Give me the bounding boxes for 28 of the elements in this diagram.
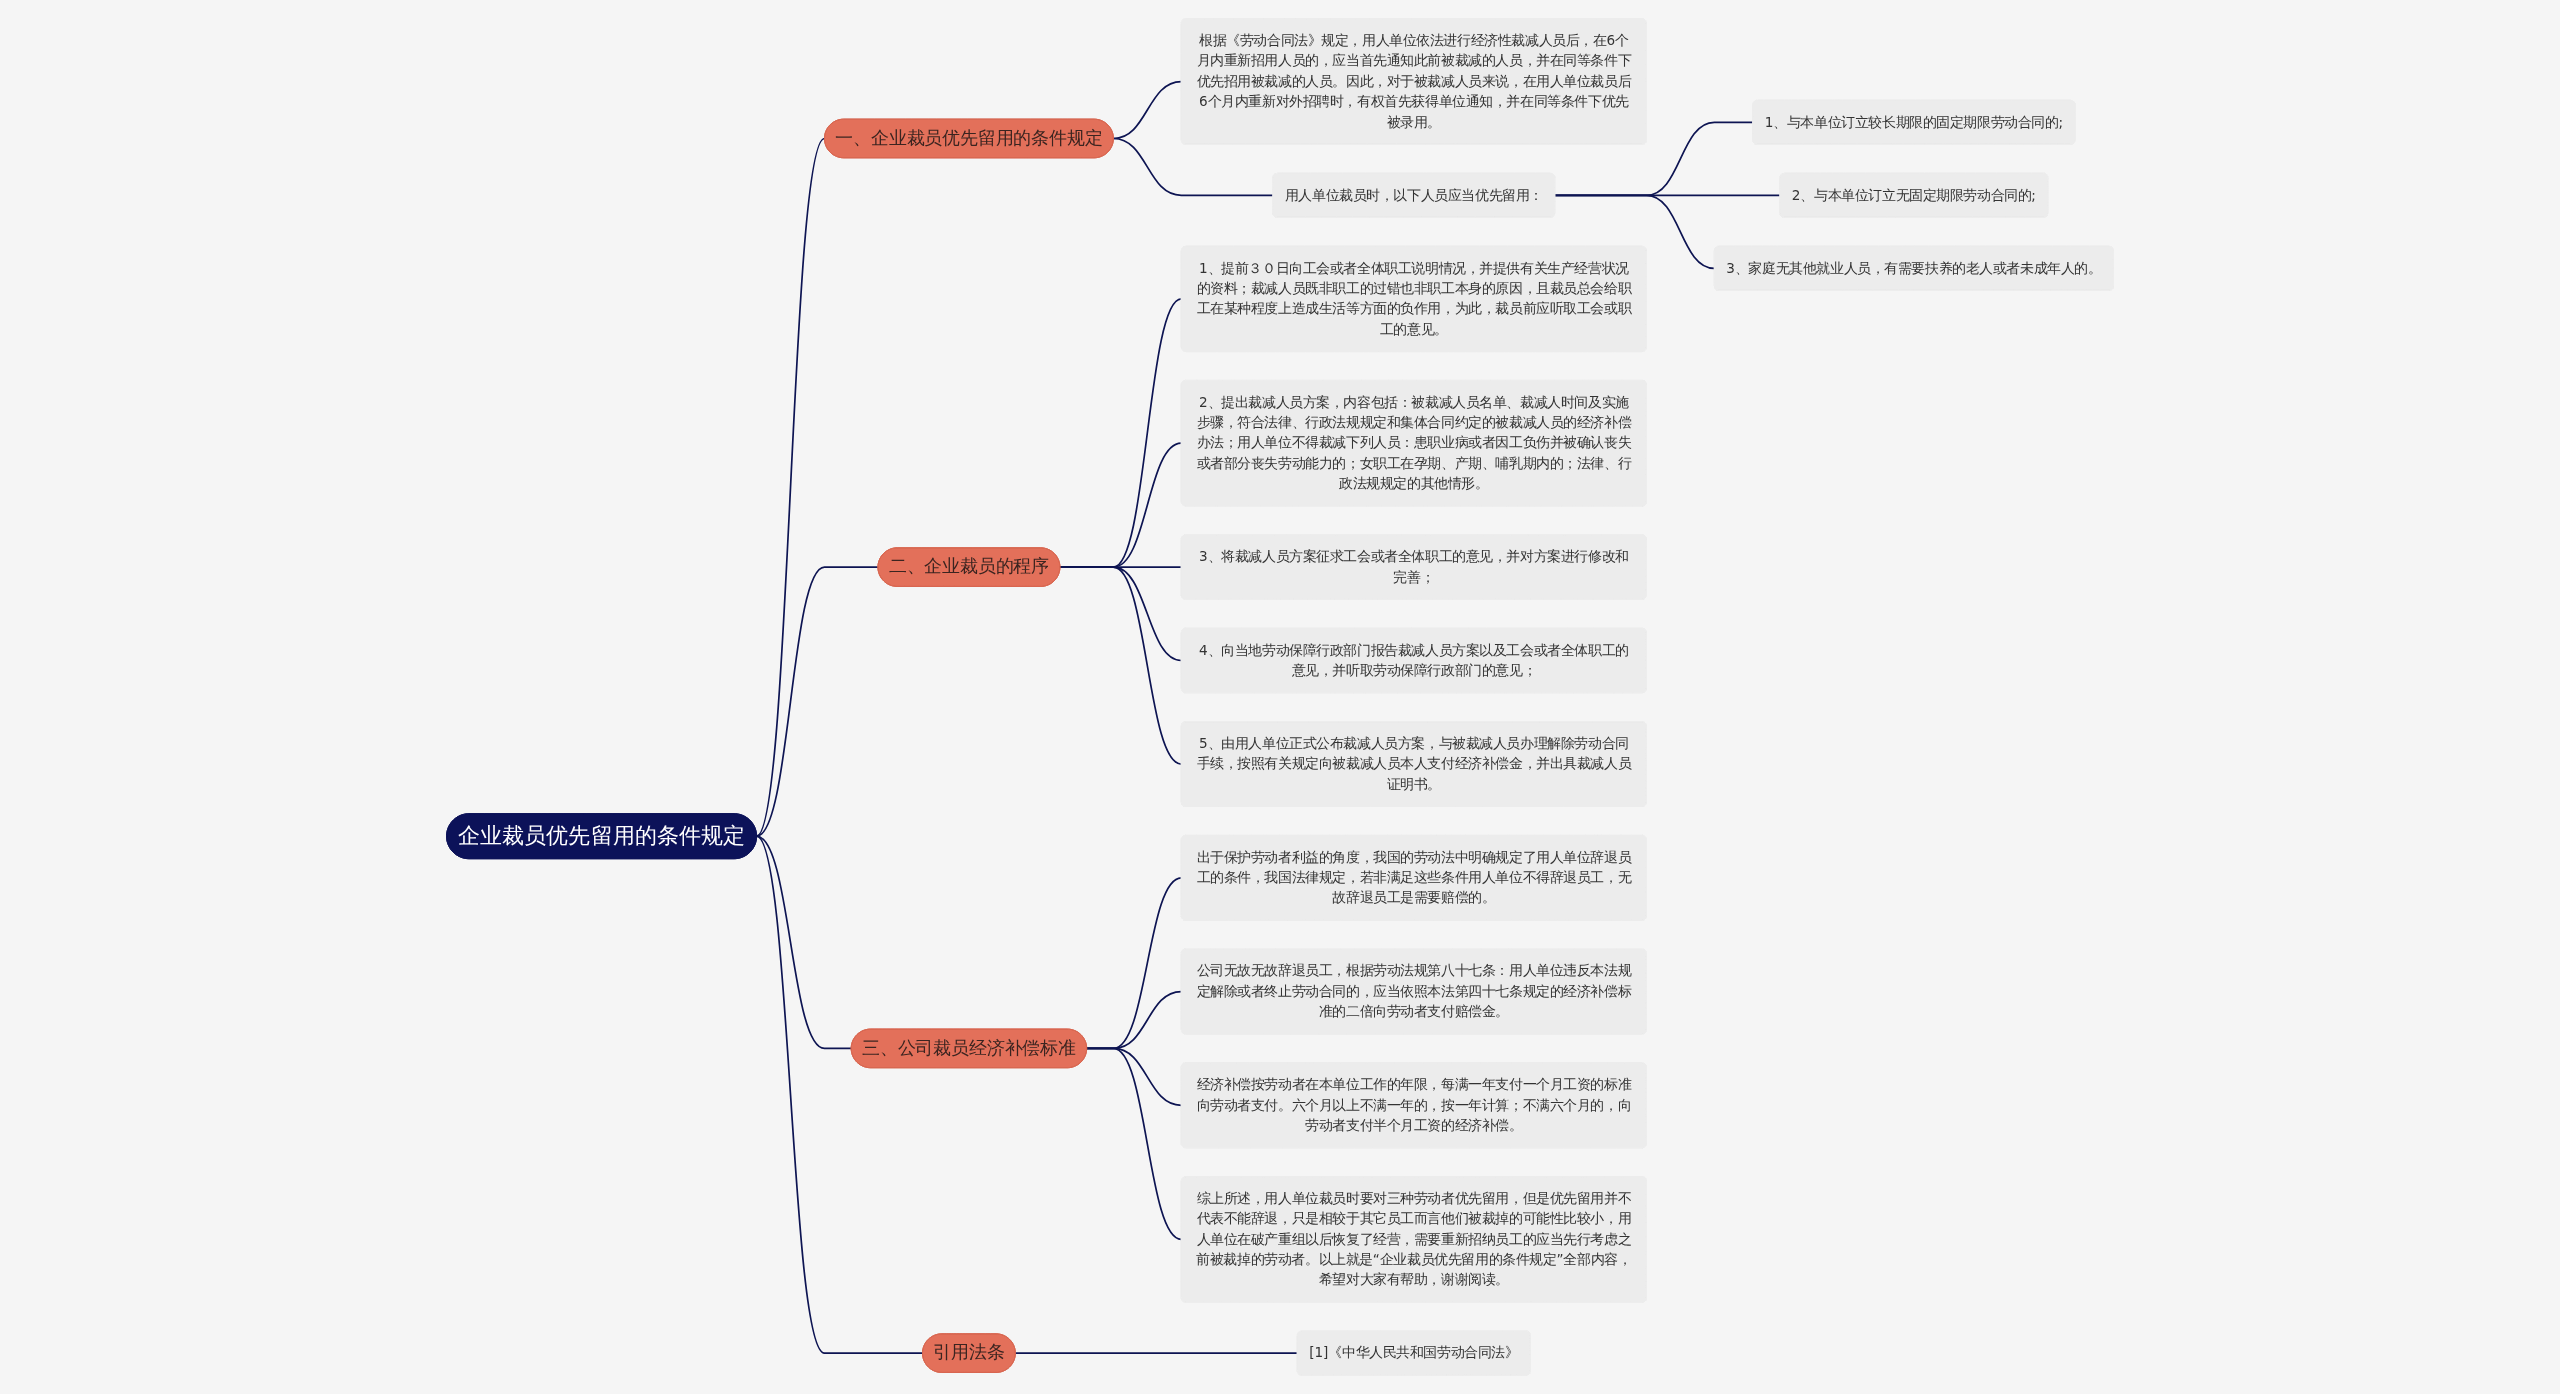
connector-line bbox=[1112, 80, 1183, 140]
text-node: 4、向当地劳动保障行政部门报告裁减人员方案以及工会或者全体职工的意见，并听取劳动保障行政部门的意见； bbox=[1180, 627, 1647, 694]
text-node: 1、与本单位订立较长期限的固定期限劳动合同的; bbox=[1752, 99, 2076, 145]
topic-node: 一、企业裁员优先留用的条件规定 bbox=[824, 118, 1114, 159]
text-node: 1、提前３０日向工会或者全体职工说明情况，并提供有关生产经营状况的资料；裁减人员既非职工的过错也非职工本身的原因，且裁员总会给职工在某种程度上造成生活等方面的负作用，为此，裁员前应听取工会或职工的意见。 bbox=[1180, 245, 1647, 352]
topic-node: 三、公司裁员经济补偿标准 bbox=[850, 1028, 1088, 1069]
text-node: 综上所述，用人单位裁员时要对三种劳动者优先留用，但是优先留用并不代表不能辞退，只是相较于其它员工而言他们被裁掉的可能性比较小，用人单位在破产重组以后恢复了经营，需要重新招纳员工的应当先行考虑之前被裁掉的劳动者。以上就是“企业裁员优先留用的条件规定”全部内容，希望对大家有帮助，谢谢阅读。 bbox=[1180, 1176, 1647, 1303]
text-node: 2、与本单位订立无固定期限劳动合同的; bbox=[1779, 172, 2049, 218]
text-node: 2、提出裁减人员方案，内容包括：被裁减人员名单、裁减人时间及实施步骤，符合法律、行政法规规定和集体合同约定的被裁减人员的经济补偿办法；用人单位不得裁减下列人员：患职业病或者因工负伤并被确认丧失或者部分丧失劳动能力的；女职工在孕期、产期、哺乳期内的；法律、行政法规规定的其他情形。 bbox=[1180, 379, 1647, 507]
text-node: 经济补偿按劳动者在本单位工作的年限，每满一年支付一个月工资的标准向劳动者支付。六个月以上不满一年的，按一年计算；不满六个月的，向劳动者支付半个月工资的经济补偿。 bbox=[1180, 1062, 1647, 1149]
topic-node: 二、企业裁员的程序 bbox=[877, 547, 1061, 587]
text-node: 3、家庭无其他就业人员，有需要扶养的老人或者未成年人的。 bbox=[1713, 245, 2114, 291]
central-topic-node: 企业裁员优先留用的条件规定 bbox=[446, 813, 757, 860]
connector-line bbox=[1085, 1047, 1183, 1241]
connector-line bbox=[1014, 1352, 1299, 1354]
text-node: 5、由用人单位正式公布裁减人员方案，与被裁减人员办理解除劳动合同手续，按照有关规定向被裁减人员本人支付经济补偿金，并出具裁减人员证明书。 bbox=[1180, 721, 1647, 807]
text-node: 根据《劳动合同法》规定，用人单位依法进行经济性裁减人员后，在6个月内重新招用人员的，应当首先通知此前被裁减的人员，并在同等条件下优先招用被裁减的人员。因此，对于被裁减人员来说，在用人单位裁员后6个月内重新对外招聘时，有权首先获得单位通知，并在同等条件下优先被录用。 bbox=[1180, 18, 1647, 145]
topic-node: 引用法条 bbox=[922, 1333, 1016, 1373]
text-node: [1]《中华人民共和国劳动合同法》 bbox=[1296, 1330, 1531, 1376]
text-node: 用人单位裁员时，以下人员应当优先留用： bbox=[1272, 172, 1556, 218]
connector-line bbox=[755, 835, 924, 1354]
connector-line bbox=[755, 137, 826, 838]
text-node: 出于保护劳动者利益的角度，我国的劳动法中明确规定了用人单位辞退员工的条件，我国法律规定，若非满足这些条件用人单位不得辞退员工，无故辞退员工是需要赔偿的。 bbox=[1180, 834, 1647, 921]
connector-line bbox=[1112, 137, 1274, 197]
connector-line bbox=[1553, 194, 1716, 270]
text-node: 3、将裁减人员方案征求工会或者全体职工的意见，并对方案进行修改和完善； bbox=[1180, 534, 1647, 600]
text-node: 公司无故无故辞退员工，根据劳动法规第八十七条：用人单位违反本法规定解除或者终止劳动合同的，应当依照本法第四十七条规定的经济补偿标准的二倍向劳动者支付赔偿金。 bbox=[1180, 948, 1647, 1035]
connector-line bbox=[1059, 566, 1183, 765]
